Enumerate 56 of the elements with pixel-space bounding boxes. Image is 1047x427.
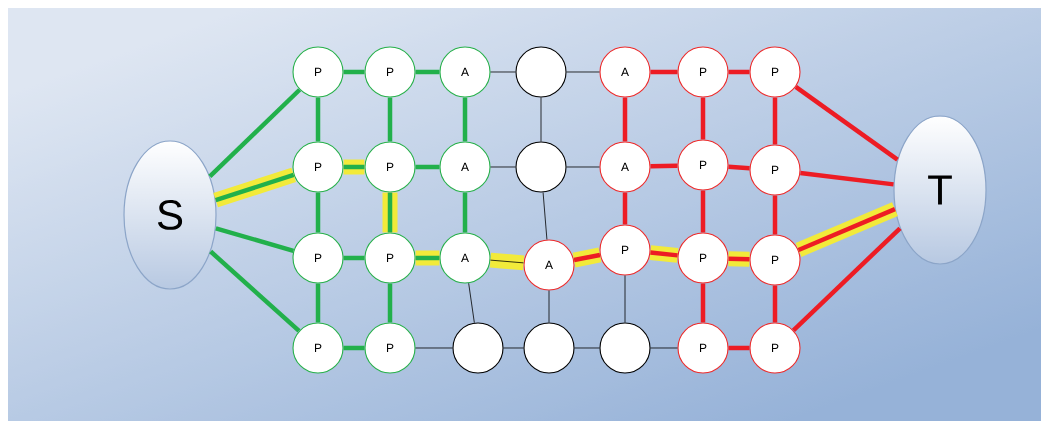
vertex-circle (515, 46, 567, 98)
edge-line (772, 97, 778, 145)
edge-line (462, 97, 468, 142)
edge-line (315, 192, 321, 233)
edge-line (548, 290, 550, 323)
edge-line (622, 97, 628, 142)
edge-line (215, 226, 295, 254)
edge-line (208, 88, 302, 179)
edge-line (490, 71, 516, 73)
vertex-circle (515, 141, 567, 193)
edge-line (387, 97, 393, 142)
edge-line (343, 69, 365, 75)
edge-line (542, 192, 548, 240)
edge-line (728, 345, 750, 351)
edge-line (650, 347, 678, 349)
edge-line (700, 97, 706, 140)
edge-line (650, 163, 678, 169)
edge-line (415, 255, 440, 261)
edge-line (728, 164, 750, 171)
edge-line (772, 285, 778, 323)
edge-line (315, 97, 321, 142)
edge-line (315, 283, 321, 323)
edge-line (650, 250, 678, 258)
edge-line (343, 164, 365, 170)
edge-line (728, 69, 750, 75)
edge-line (415, 69, 440, 75)
edge-line (794, 85, 899, 162)
edge-line (772, 195, 778, 235)
edge-line (415, 347, 453, 349)
edge-line (728, 256, 750, 262)
edge-line (700, 190, 706, 233)
edge-line (343, 255, 365, 261)
vertex-circle (599, 322, 651, 374)
edge-line (800, 170, 894, 187)
edge-line (343, 345, 365, 351)
edge-line (462, 192, 468, 233)
edge-line (791, 226, 902, 332)
edge-line (573, 252, 601, 263)
edge-line (387, 283, 393, 323)
edge-line (622, 192, 628, 225)
edge-line (566, 71, 600, 73)
edge-line (209, 249, 301, 333)
edge-line (566, 166, 600, 168)
edge-line (415, 164, 440, 170)
edge-line (503, 347, 524, 349)
edge-line (700, 283, 706, 323)
edge-line (540, 97, 542, 142)
edge-line (574, 347, 600, 349)
edge-line (490, 259, 524, 264)
vertex-circle (452, 322, 504, 374)
vertex-circle (523, 322, 575, 374)
edge-line (387, 192, 393, 233)
edge-line (468, 282, 475, 324)
edge-line (650, 69, 678, 75)
edge-line (490, 166, 516, 168)
edge-line (624, 275, 626, 323)
